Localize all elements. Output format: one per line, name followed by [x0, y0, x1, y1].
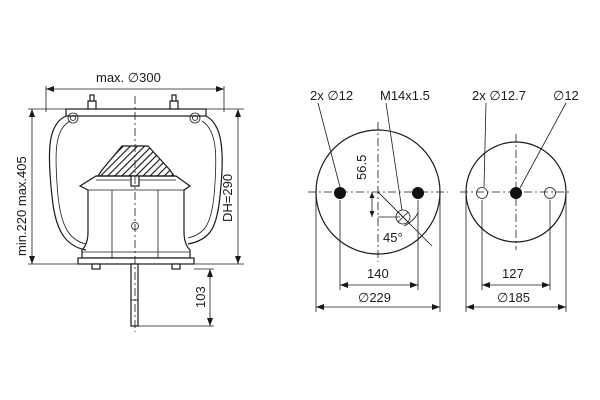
top-plate: [65, 108, 207, 117]
ring-right: [189, 112, 201, 124]
top-stud-left: [87, 94, 97, 110]
top-hole-right: [412, 187, 424, 199]
top-spacing-label: 140: [367, 266, 389, 281]
thread-label: M14x1.5: [380, 88, 430, 103]
stud-length-label: 103: [193, 286, 208, 308]
bellow-contour: [48, 115, 223, 251]
top-hole-left: [334, 187, 346, 199]
ring-left: [67, 112, 79, 124]
piston: [78, 175, 192, 259]
angle-label: 45°: [383, 230, 403, 245]
bottom-diameter-label: ∅185: [497, 290, 530, 305]
top-holes-label: 2x ∅12: [310, 88, 353, 103]
bottom-hole-left: [476, 187, 488, 199]
bottom-spacing-label: 127: [502, 266, 524, 281]
top-plate-view: 2x ∅12 M14x1.5 56.5 45° 140 ∅229: [308, 88, 448, 312]
top-stud-right: [169, 94, 179, 110]
bottom-center-hole: [510, 187, 522, 199]
height-range-label: min.220 max.405: [14, 156, 29, 256]
center-hole-label: ∅12: [553, 88, 579, 103]
bottom-hole-right: [544, 187, 556, 199]
top-diameter-label: ∅229: [358, 290, 391, 305]
offset-label: 56.5: [354, 155, 369, 180]
bottom-plate: [77, 257, 195, 265]
bumper: [96, 145, 176, 177]
bottom-stud: [130, 263, 139, 327]
side-view: max. ∅300 min.220 max.405 DH=290 103: [14, 70, 244, 332]
max-diameter-label: max. ∅300: [96, 70, 161, 85]
bottom-plate-view: 2x ∅12.7 ∅12 127 ∅185: [460, 88, 579, 312]
design-height-label: DH=290: [220, 174, 235, 222]
bottom-holes-label: 2x ∅12.7: [472, 88, 526, 103]
